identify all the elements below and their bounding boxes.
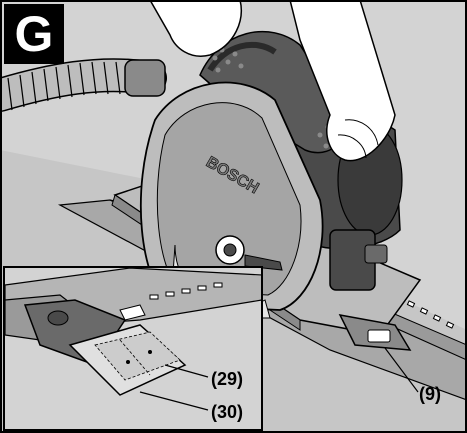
callout-9: (9) <box>419 384 441 404</box>
leader-line-29 <box>164 364 209 378</box>
splinter-guard-part <box>338 313 412 351</box>
callout-30: (30) <box>211 402 244 422</box>
operator-hands <box>149 0 396 162</box>
callout-29: (29) <box>211 369 244 389</box>
vacuum-hose <box>0 58 167 112</box>
figure-letter-badge: G <box>4 4 64 64</box>
detail-inset <box>3 266 263 431</box>
blade-guard <box>139 81 324 311</box>
leader-line-30 <box>139 391 209 411</box>
leader-line-9 <box>384 347 419 393</box>
depth-adjust-knob <box>329 229 388 291</box>
